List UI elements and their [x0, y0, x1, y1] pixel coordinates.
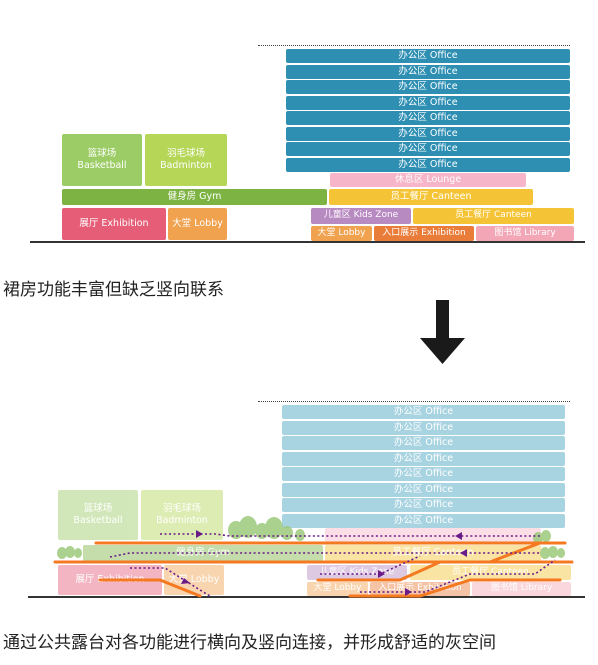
top-badminton: 羽毛球场 Badminton: [145, 134, 227, 186]
top-badminton-en: Badminton: [160, 160, 212, 171]
bottom-library: 图书馆 Library: [472, 582, 571, 596]
shrubs-right: [533, 530, 565, 559]
top-office-row: 办公区 Office: [286, 126, 570, 141]
bottom-office-row: 办公区 Office: [282, 467, 565, 481]
top-basketball-en: Basketball: [77, 160, 127, 171]
bottom-lobby-2: 大堂 Lobby: [307, 582, 368, 596]
bottom-lobby: 大堂 Lobby: [164, 565, 224, 595]
top-office-row: 办公区 Office: [286, 64, 570, 79]
bottom-office-row: 办公区 Office: [282, 436, 565, 450]
bottom-entrance-exhibition: 入口展示 Exhibition: [370, 582, 470, 596]
top-badminton-cn: 羽毛球场: [166, 148, 205, 160]
top-canteen-lower: 员工餐厅 Canteen: [413, 208, 574, 224]
bottom-badminton-cn: 羽毛球场: [162, 503, 201, 515]
bottom-canteen-upper: 员工餐厅 Canteen: [325, 545, 541, 561]
bottom-badminton: 羽毛球场 Badminton: [141, 490, 223, 540]
bottom-roof-line: [258, 401, 570, 402]
bottom-office-row: 办公区 Office: [282, 420, 565, 435]
bottom-office-row: 办公区 Office: [282, 405, 565, 419]
top-basketball: 篮球场 Basketball: [62, 134, 142, 186]
top-ground-line: [30, 241, 585, 243]
bottom-basketball-cn: 篮球场: [83, 503, 113, 515]
bottom-kids-zone: 儿童区 Kids Zone: [307, 565, 407, 580]
bottom-office-row: 办公区 Office: [282, 498, 565, 512]
top-gym: 健身房 Gym: [62, 189, 327, 205]
caption-top: 裙房功能丰富但缺乏竖向联系: [3, 280, 224, 300]
bottom-basketball-en: Basketball: [73, 515, 123, 526]
bottom-office-row: 办公区 Office: [282, 451, 565, 466]
top-exhibition: 展厅 Exhibition: [62, 208, 166, 240]
top-lobby: 大堂 Lobby: [168, 208, 227, 240]
top-lobby-2: 大堂 Lobby: [311, 226, 372, 241]
top-basketball-cn: 篮球场: [87, 148, 117, 160]
top-office-row: 办公区 Office: [286, 49, 570, 63]
top-office-row: 办公区 Office: [286, 142, 570, 156]
top-entrance-exhibition: 入口展示 Exhibition: [374, 226, 474, 241]
bottom-basketball: 篮球场 Basketball: [58, 490, 138, 540]
bottom-office-row: 办公区 Office: [282, 513, 565, 528]
top-lounge: 休息区 Lounge: [330, 173, 526, 187]
top-office-row: 办公区 Office: [286, 80, 570, 94]
bottom-canteen-lower: 员工餐厅 Canteen: [410, 565, 571, 580]
terrace-slabs: [53, 541, 574, 598]
bottom-gym: 健身房 Gym: [83, 545, 323, 561]
bottom-office-row: 办公区 Office: [282, 482, 565, 497]
top-library: 图书馆 Library: [476, 226, 574, 241]
top-office-row: 办公区 Office: [286, 111, 570, 125]
flow-arrows: [181, 530, 467, 596]
top-office-row: 办公区 Office: [286, 95, 570, 110]
caption-bottom: 通过公共露台对各功能进行横向及竖向连接，并形成舒适的灰空间: [3, 633, 496, 653]
bottom-badminton-en: Badminton: [156, 515, 208, 526]
bottom-ground-line: [28, 596, 585, 598]
top-kids-zone: 儿童区 Kids Zone: [311, 208, 411, 224]
shrubs-left: [57, 546, 82, 559]
top-canteen-upper: 员工餐厅 Canteen: [329, 189, 533, 205]
tree-cluster: [228, 516, 305, 541]
bottom-upper-strip: [325, 528, 541, 542]
top-office-row: 办公区 Office: [286, 157, 570, 172]
top-roof-line: [258, 45, 570, 46]
